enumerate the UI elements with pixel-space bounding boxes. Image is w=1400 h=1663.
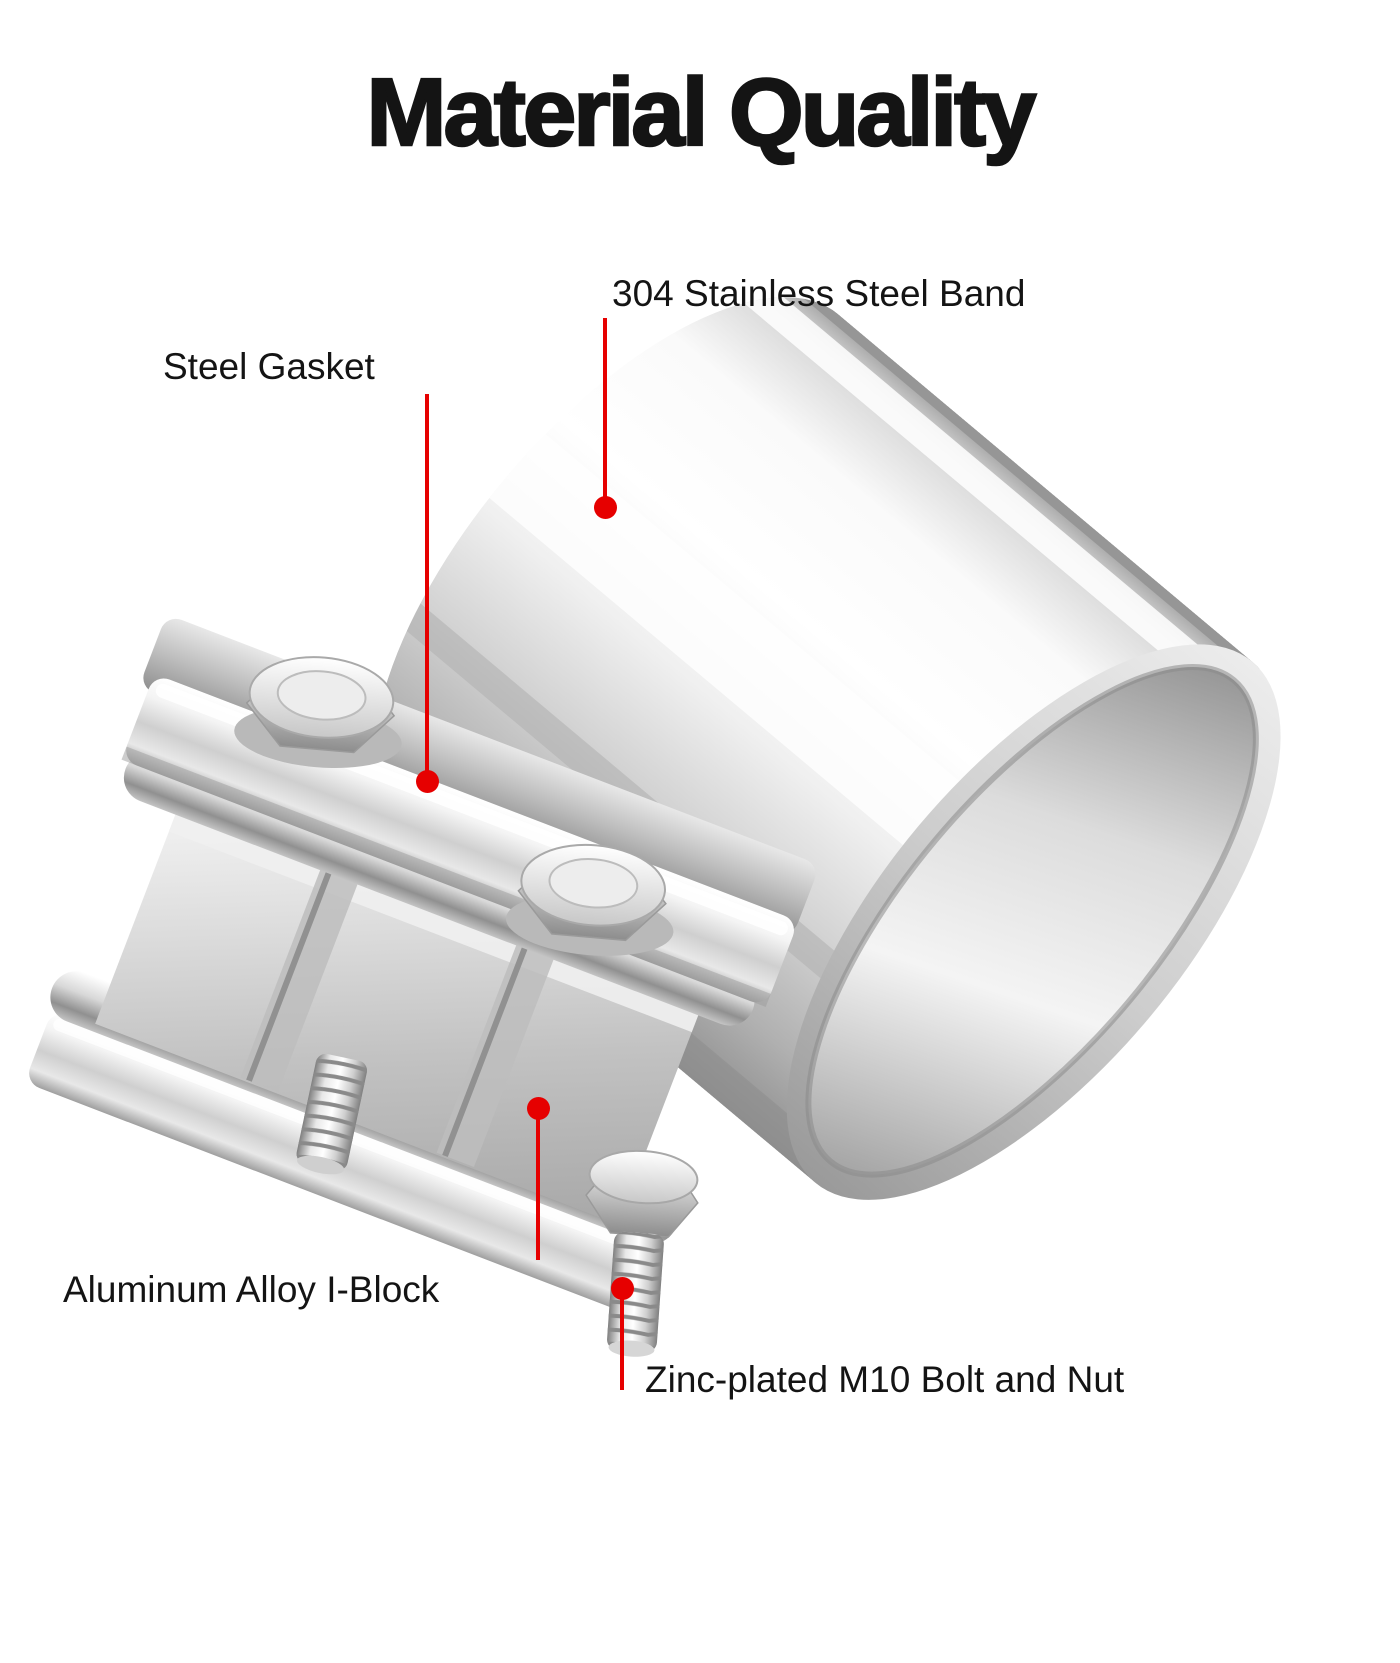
threaded-stud-left (296, 1053, 368, 1175)
callout-label-gasket: Steel Gasket (163, 346, 375, 387)
callout-dot-gasket (416, 770, 439, 793)
callout-label-bolt: Zinc-plated M10 Bolt and Nut (645, 1359, 1125, 1400)
callout-line-gasket (425, 394, 429, 774)
callout-line-iblock (536, 1112, 540, 1260)
callout-line-bolt (620, 1292, 624, 1390)
i-block (95, 803, 703, 1225)
callout-line-band (603, 318, 607, 508)
callout-label-band: 304 Stainless Steel Band (612, 273, 1026, 314)
clamp-assembly (29, 618, 816, 1311)
callout-dot-bolt (611, 1277, 634, 1300)
callout-dot-iblock (527, 1097, 550, 1120)
page-title: Material Quality (365, 58, 1037, 168)
callout-dot-band (594, 496, 617, 519)
callout-label-iblock: Aluminum Alloy I-Block (63, 1269, 440, 1310)
